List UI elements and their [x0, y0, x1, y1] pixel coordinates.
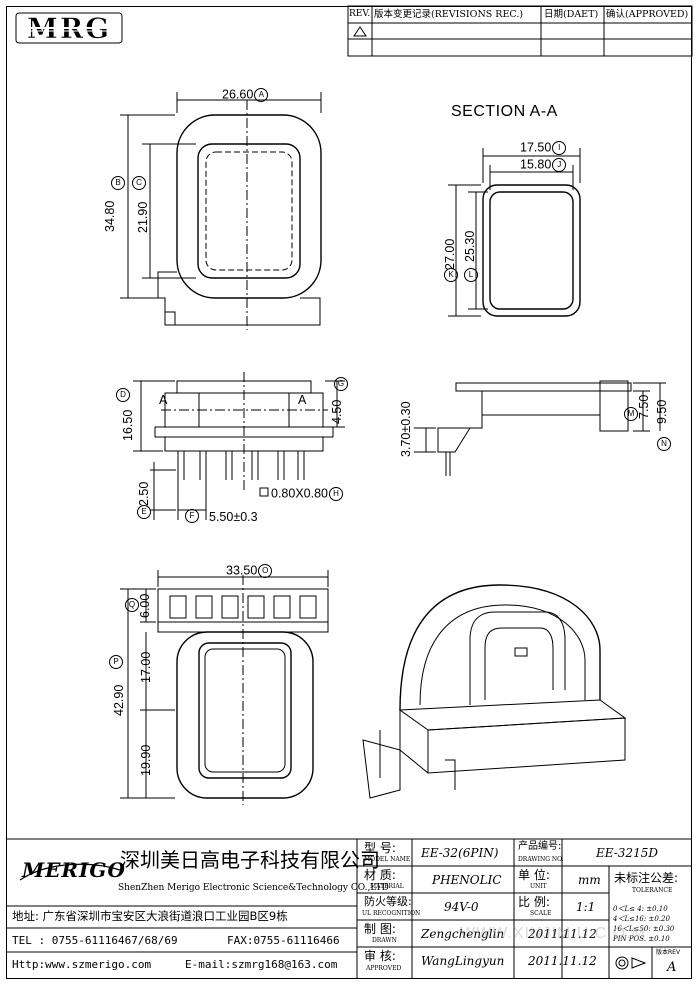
dim-p-tag: P [108, 655, 123, 669]
dim-p: 42.90 [112, 684, 126, 716]
approved-label: 审 核: [364, 949, 396, 963]
drawn-value: Zengchenglin [421, 927, 505, 941]
section-mark-left: A [159, 393, 168, 407]
dim-b: 34.80 [103, 200, 117, 232]
footer-logo: MERIGO [22, 858, 126, 882]
version-value: A [667, 960, 677, 975]
approved-header: 确认(APPROVED) [606, 9, 689, 20]
drawing-label-en: DRAWING NO. [518, 856, 564, 863]
tel: TEL : 0755-61116467/68/69 [12, 934, 178, 947]
drawing-value: EE-3215D [596, 846, 658, 860]
dim-d-tag: D [115, 388, 130, 402]
company-cn: 深圳美日高电子科技有限公司 [120, 848, 380, 872]
dim-k: 27.00 [443, 238, 457, 270]
scale-value: 1:1 [576, 900, 596, 914]
dim-k-tag: K [443, 268, 458, 282]
revisions-header: 版本变更记录(REVISIONS REC.) [374, 9, 524, 20]
dim-e-tag: E [136, 505, 151, 519]
model-label: 型 号: [364, 841, 396, 855]
dim-e: 2.50 [137, 481, 151, 506]
tolerance-label: 未标注公差: [614, 871, 679, 885]
tolerance-3: 16＜L≤50: ±0.30 [613, 925, 675, 933]
drawn-label-en: DRAWN [372, 937, 397, 944]
dim-m-tag: M [623, 407, 638, 421]
dim-g: 4.50 [330, 399, 344, 424]
approved-label-en: APPROVED [366, 965, 402, 972]
fax: FAX:0755-61116466 [227, 934, 340, 947]
unit-label-en: UNIT [530, 883, 547, 890]
http: Http:www.szmerigo.com [12, 958, 152, 971]
material-value: PHENOLIC [432, 873, 502, 887]
tolerance-4: PIN POS. ±0.10 [613, 935, 670, 943]
watermark: WWW.XIUJIM.U.C.O.M [460, 925, 646, 942]
dim-d: 16.50 [121, 409, 135, 441]
dim-f: 5.50±0.3 [209, 510, 258, 524]
version-label: 版本REV [656, 949, 681, 956]
section-title: SECTION A-A [451, 103, 558, 120]
dim-c: 21.90 [136, 201, 150, 233]
material-label: 材 质: [364, 868, 396, 882]
unit-value: mm [578, 873, 601, 887]
model-value: EE-32(6PIN) [421, 846, 499, 860]
address: 地址: 广东省深圳市宝安区大浪街道浪口工业园B区9栋 [12, 909, 288, 923]
mrg-logo: MRG [15, 12, 123, 45]
scale-label-en: SCALE [530, 910, 552, 917]
tolerance-1: 0＜L≤ 4: ±0.10 [613, 905, 668, 913]
date-header: 日期(DAET) [544, 9, 599, 20]
approved-date: 2011.11.12 [528, 954, 597, 968]
drawing-label: 产品编号: [518, 841, 562, 852]
dim-mid1: 17.00 [139, 651, 153, 683]
dim-c-tag: C [131, 176, 146, 190]
dim-l-tag: L [463, 268, 478, 282]
dim-n-tag: N [656, 437, 671, 451]
tolerance-2: 4＜L≤16: ±0.20 [613, 915, 670, 923]
dim-m: 7.50 [637, 394, 651, 419]
drawn-label: 制 图: [364, 922, 396, 936]
dim-f-tag: F [184, 509, 199, 523]
dim-mid2: 19.90 [139, 744, 153, 776]
dim-l: 25.30 [463, 230, 477, 262]
dim-g-tag: G [333, 377, 348, 391]
dim-n: 9.50 [655, 399, 669, 424]
dim-q-tag: Q [124, 598, 139, 612]
scale-label: 比 例: [518, 895, 550, 909]
tolerance-label-en: TOLERANCE [632, 887, 673, 894]
material-label-en: MATERIAL [370, 883, 404, 890]
dim-side: 3.70±0.30 [399, 401, 413, 457]
section-mark-right: A [298, 393, 307, 407]
unit-label: 单 位: [518, 868, 550, 882]
flame-label: 防火等级: [364, 895, 412, 908]
approved-value: WangLingyun [421, 954, 505, 968]
model-label-en: MODEL NAME [364, 856, 411, 863]
flame-label-en: UL RECOGNITION [362, 910, 421, 917]
flame-value: 94V-0 [444, 900, 479, 914]
email: E-mail:szmrg168@163.com [185, 958, 338, 971]
projection-symbol-icon [612, 953, 648, 973]
dim-q: 6.00 [138, 593, 152, 618]
company-en: ShenZhen Merigo Electronic Science&Techn… [118, 883, 389, 893]
rev-header: REV. [349, 9, 371, 19]
dim-b-tag: B [110, 176, 125, 190]
drawn-date: 2011.11.12 [528, 927, 597, 941]
